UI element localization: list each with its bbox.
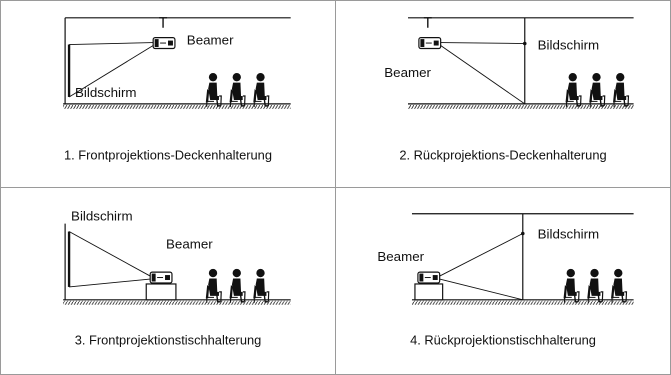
panel-caption: 4. Rückprojektionstischhalterung: [410, 332, 596, 347]
table-icon: [414, 283, 444, 301]
scene-rear-table: Bildschirm Beamer 4. Rückprojektionstisc…: [377, 213, 634, 347]
projector-icon: [417, 271, 441, 284]
audience-person-icon: [612, 72, 630, 108]
projection-beam-top: [69, 42, 154, 45]
table-icon: [145, 283, 177, 301]
audience-person-icon: [588, 72, 606, 108]
scene-front-ceiling: Beamer Bildschirm 1. Frontprojektions-De…: [63, 17, 291, 162]
panel-rear-table: Bildschirm Beamer 4. Rückprojektionstisc…: [335, 187, 671, 375]
screen-label: Bildschirm: [538, 226, 600, 241]
projection-beam-bottom: [68, 45, 154, 98]
audience-person-icon: [562, 268, 580, 304]
ceiling-mount-icon: [423, 17, 433, 29]
audience-person-icon: [228, 268, 246, 304]
screen-label: Bildschirm: [71, 209, 133, 224]
panel-caption: 3. Frontprojektionstischhalterung: [75, 332, 262, 347]
projection-beam-bottom: [440, 45, 526, 105]
floor-hatch: [408, 104, 634, 109]
audience-person-icon: [205, 268, 222, 304]
screen-top-dot: [522, 41, 527, 46]
audience-person-icon: [228, 72, 246, 108]
panel-front-table: Bildschirm Beamer 3. Frontprojektionstis…: [0, 187, 337, 375]
projection-beam-bottom: [439, 278, 523, 301]
scene-front-table: Bildschirm Beamer 3. Frontprojektionstis…: [63, 209, 291, 347]
panel-caption: 1. Frontprojektions-Deckenhalterung: [64, 147, 272, 162]
projection-beam-top: [439, 233, 523, 277]
audience-person-icon: [252, 72, 270, 108]
projection-beam-top: [440, 42, 525, 44]
projector-label: Beamer: [384, 65, 431, 80]
projector-label: Beamer: [187, 33, 234, 48]
audience-person-icon: [252, 268, 270, 304]
ceiling-mount-icon: [158, 17, 168, 29]
projector-icon: [149, 271, 173, 284]
projector-icon: [418, 37, 442, 50]
projector-label: Beamer: [166, 236, 213, 251]
audience-person-icon: [586, 268, 604, 304]
panel-rear-ceiling: Bildschirm Beamer 2. Rückprojektions-Dec…: [335, 0, 671, 189]
floor-hatch: [63, 300, 291, 305]
floor-hatch: [411, 300, 634, 305]
screen-label: Bildschirm: [538, 37, 600, 52]
panel-caption: 2. Rückprojektions-Deckenhalterung: [399, 147, 606, 162]
projector-label: Beamer: [377, 249, 424, 264]
scene-rear-ceiling: Bildschirm Beamer 2. Rückprojektions-Dec…: [384, 17, 634, 162]
projection-beam-top: [68, 231, 151, 277]
audience-person-icon: [610, 268, 628, 304]
audience-person-icon: [564, 72, 582, 108]
floor-hatch: [63, 104, 291, 109]
screen-label: Bildschirm: [75, 85, 137, 100]
panel-front-ceiling: Beamer Bildschirm 1. Frontprojektions-De…: [0, 0, 337, 189]
projector-icon: [152, 37, 176, 50]
audience-person-icon: [205, 72, 222, 108]
projection-beam-bottom: [69, 278, 151, 288]
